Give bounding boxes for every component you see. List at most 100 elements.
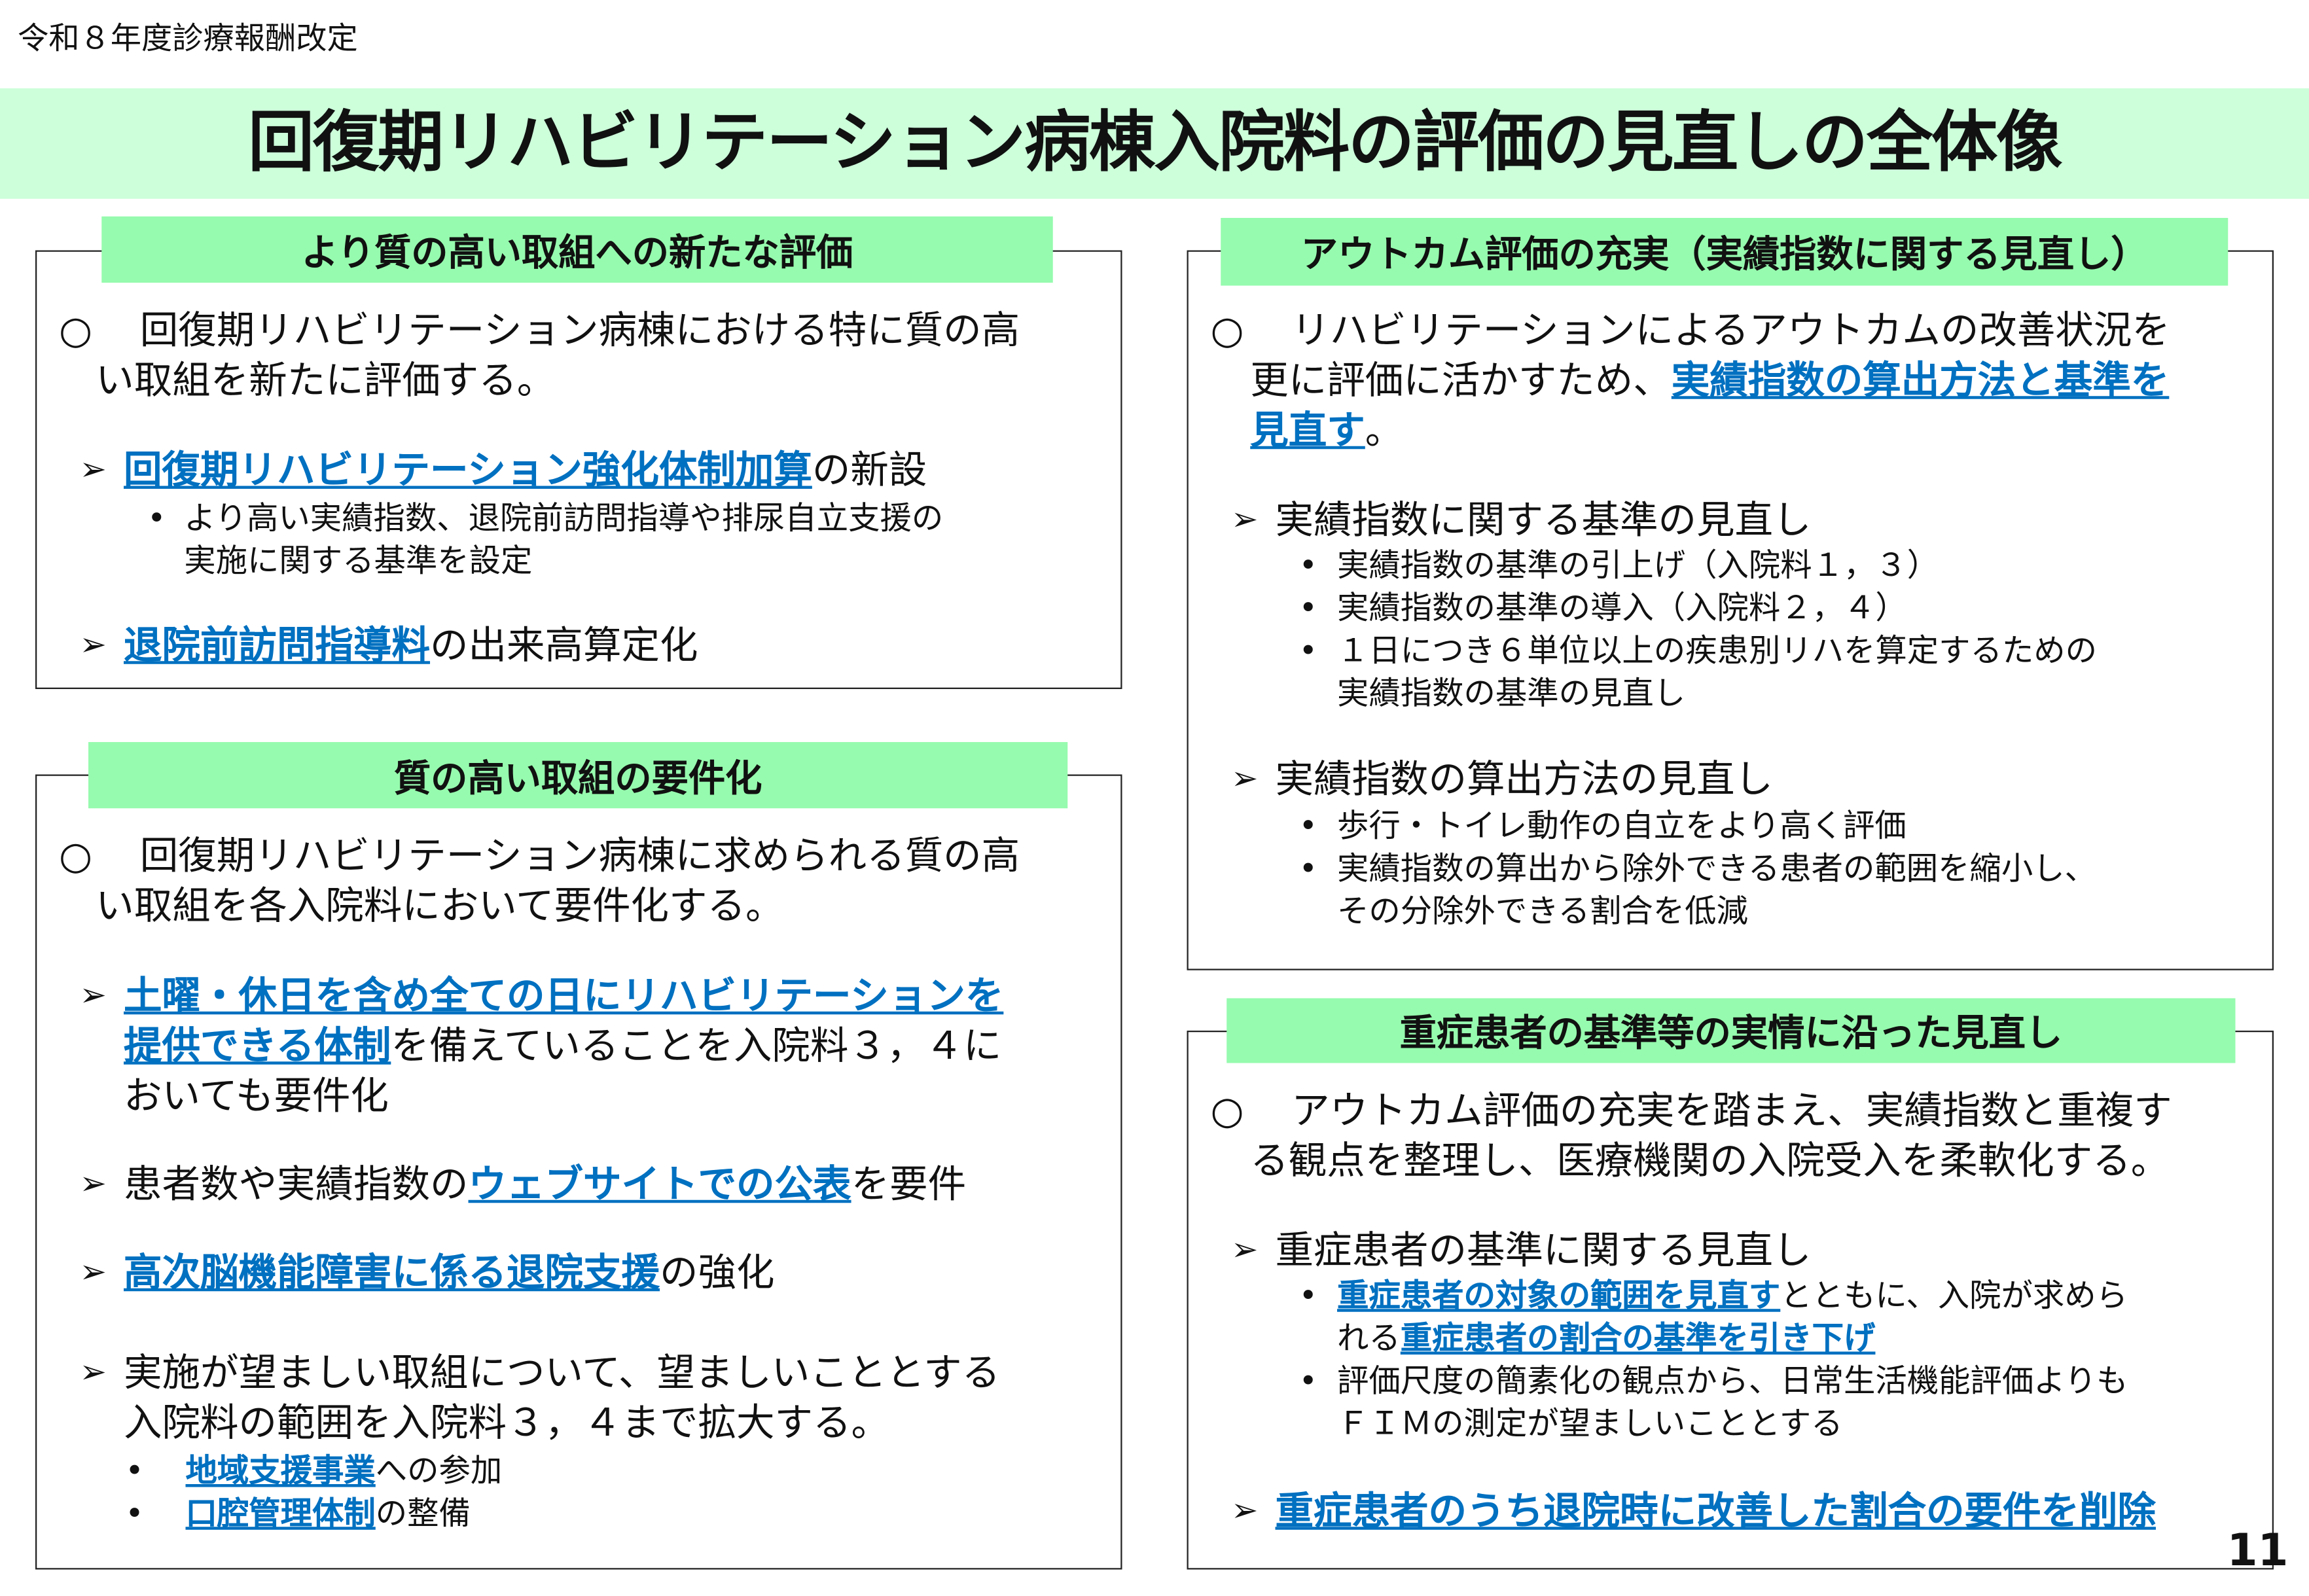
body-text: る観点を整理し、医療機関の入院受入を柔軟化する。 [1250, 1139, 2170, 1184]
arrow-bullet-icon: ➢ [79, 627, 107, 664]
body-text: を要件 [851, 1163, 967, 1208]
text-line: 実績指数の基準の引上げ（入院料１，３） [1337, 545, 1939, 588]
body-text: アウトカム評価の充実を踏まえ、実績指数と重複す [1291, 1090, 2172, 1134]
arrow-bullet-icon: ➢ [1231, 502, 1259, 539]
text-line: リハビリテーションによるアウトカムの改善状況を [1291, 306, 2170, 357]
text-line: 評価尺度の簡素化の観点から、日常生活機能評価よりも [1337, 1360, 2128, 1403]
text-line: 重症患者の基準に関する見直し [1276, 1226, 1812, 1277]
body-text: の整備 [375, 1496, 471, 1533]
dot-bullet-icon: • [1298, 548, 1318, 585]
text-line: 高次脳機能障害に係る退院支援の強化 [124, 1249, 775, 1299]
section-heading: より質の高い取組への新たな評価 [101, 216, 1053, 283]
body-text: 実施に関する基準を設定 [184, 543, 533, 580]
text-line: 提供できる体制を備えていることを入院料３，４に [124, 1022, 1001, 1073]
link-text[interactable]: ウェブサイトでの公表 [468, 1163, 851, 1208]
link-text[interactable]: 重症患者の割合の基準を引き下げ [1400, 1321, 1876, 1358]
link-text[interactable]: 地域支援事業 [185, 1453, 376, 1490]
text-line: る観点を整理し、医療機関の入院受入を柔軟化する。 [1250, 1137, 2169, 1187]
body-text: れる [1337, 1321, 1401, 1358]
text-line: 実施が望ましい取組について、望ましいこととする [124, 1349, 1000, 1399]
circle-bullet-icon: ○ [1210, 1090, 1244, 1134]
body-text: 実施が望ましい取組について、望ましいこととする [124, 1351, 1001, 1396]
dot-bullet-icon: • [125, 1453, 144, 1490]
body-text: い取組を新たに評価する。 [96, 359, 556, 404]
link-text[interactable]: 実績指数の算出方法と基準を [1671, 359, 2170, 404]
body-text: 実績指数の基準の導入（入院料２，４） [1337, 590, 1907, 628]
body-text: を備えていることを入院料３，４に [391, 1025, 1002, 1069]
text-line: 回復期リハビリテーション強化体制加算の新設 [124, 446, 927, 497]
body-text: 実績指数の算出から除外できる患者の範囲を縮小し、 [1337, 851, 2097, 888]
body-text: 実績指数の基準の引上げ（入院料１，３） [1337, 548, 1939, 585]
body-text: 重症患者の基準に関する見直し [1275, 1229, 1812, 1274]
revision-label: 令和８年度診療報酬改定 [18, 20, 358, 56]
dot-bullet-icon: • [1298, 1278, 1318, 1315]
body-text: の新設 [812, 449, 927, 493]
body-text: 実績指数に関する基準の見直し [1275, 499, 1812, 544]
text-line: より高い実績指数、退院前訪問指導や排尿自立支援の [184, 498, 943, 541]
body-text: その分除外できる割合を低減 [1337, 893, 1748, 931]
arrow-bullet-icon: ➢ [79, 978, 107, 1015]
body-text: 回復期リハビリテーション病棟に求められる質の高 [139, 834, 1020, 879]
section-heading: アウトカム評価の充実（実績指数に関する見直し） [1221, 218, 2228, 286]
text-line: 実績指数の算出方法の見直し [1276, 755, 1774, 806]
body-text: おいても要件化 [124, 1074, 389, 1120]
body-text: の出来高算定化 [430, 624, 698, 669]
circle-bullet-icon: ○ [59, 834, 93, 879]
arrow-bullet-icon: ➢ [1231, 761, 1259, 798]
title-band [0, 88, 2309, 199]
link-text[interactable]: 提供できる体制 [124, 1025, 391, 1069]
text-line: 実績指数の基準の見直し [1337, 673, 1685, 715]
link-text[interactable]: 重症患者の対象の範囲を見直す [1337, 1278, 1781, 1315]
text-line: 実績指数の算出から除外できる患者の範囲を縮小し、 [1337, 848, 2096, 891]
text-line: 更に評価に活かすため、実績指数の算出方法と基準を [1250, 357, 2169, 407]
section-heading: 重症患者の基準等の実情に沿った見直し [1226, 998, 2236, 1063]
link-text[interactable]: 回復期リハビリテーション強化体制加算 [124, 449, 812, 493]
text-line: 土曜・休日を含め全ての日にリハビリテーションを [124, 972, 1003, 1022]
link-text[interactable]: 口腔管理体制 [185, 1496, 376, 1533]
arrow-bullet-icon: ➢ [1231, 1232, 1259, 1269]
text-line: 入院料の範囲を入院料３，４まで拡大する。 [124, 1399, 889, 1449]
dot-bullet-icon: • [1298, 1363, 1318, 1400]
link-text[interactable]: 重症患者のうち退院時に改善した割合の要件を削除 [1275, 1490, 2157, 1534]
text-line: 実績指数の基準の導入（入院料２，４） [1337, 588, 1907, 630]
text-line: 実施に関する基準を設定 [184, 541, 532, 583]
text-line: い取組を新たに評価する。 [96, 357, 555, 407]
arrow-bullet-icon: ➢ [79, 1166, 107, 1203]
body-text: い取組を各入院料において要件化する。 [96, 885, 784, 929]
body-text: ＦＩＭの測定が望ましいこととする [1337, 1406, 1843, 1443]
text-line: その分除外できる割合を低減 [1337, 891, 1748, 933]
link-text[interactable]: 高次脳機能障害に係る退院支援 [124, 1251, 660, 1296]
link-text[interactable]: 退院前訪問指導料 [124, 624, 431, 669]
body-text: 実績指数の基準の見直し [1337, 675, 1686, 713]
text-line: 実績指数に関する基準の見直し [1276, 496, 1812, 546]
dot-bullet-icon: • [1298, 851, 1318, 888]
text-line: 回復期リハビリテーション病棟に求められる質の高 [140, 832, 1020, 882]
arrow-bullet-icon: ➢ [79, 452, 107, 489]
arrow-bullet-icon: ➢ [79, 1355, 107, 1392]
dot-bullet-icon: • [147, 501, 166, 538]
dot-bullet-icon: • [1298, 590, 1318, 628]
dot-bullet-icon: • [125, 1496, 144, 1533]
body-text: 実績指数の算出方法の見直し [1275, 758, 1774, 803]
text-line: １日につき６単位以上の疾患別リハを算定するための [1337, 630, 2097, 673]
text-line: 歩行・トイレ動作の自立をより高く評価 [1337, 806, 1906, 848]
arrow-bullet-icon: ➢ [1231, 1493, 1259, 1530]
page-number: 11 [2227, 1525, 2289, 1577]
text-line: ＦＩＭの測定が望ましいこととする [1337, 1403, 1843, 1445]
body-text: 歩行・トイレ動作の自立をより高く評価 [1337, 808, 1906, 845]
link-text[interactable]: 見直す [1250, 409, 1365, 454]
circle-bullet-icon: ○ [59, 309, 93, 354]
section-heading: 質の高い取組の要件化 [88, 742, 1068, 809]
text-line: おいても要件化 [124, 1072, 389, 1122]
text-line: 口腔管理体制の整備 [186, 1493, 471, 1536]
body-text: 回復期リハビリテーション病棟における特に質の高 [139, 309, 1020, 354]
body-text: 更に評価に活かすため、 [1250, 359, 1672, 404]
dot-bullet-icon: • [1298, 808, 1318, 845]
body-text: リハビリテーションによるアウトカムの改善状況を [1291, 309, 2170, 354]
link-text[interactable]: 土曜・休日を含め全ての日にリハビリテーションを [124, 974, 1004, 1020]
circle-bullet-icon: ○ [1210, 309, 1244, 354]
body-text: 評価尺度の簡素化の観点から、日常生活機能評価よりも [1337, 1363, 2128, 1400]
text-line: 回復期リハビリテーション病棟における特に質の高 [140, 306, 1020, 357]
text-line: 重症患者の対象の範囲を見直すとともに、入院が求めら [1337, 1275, 2128, 1318]
